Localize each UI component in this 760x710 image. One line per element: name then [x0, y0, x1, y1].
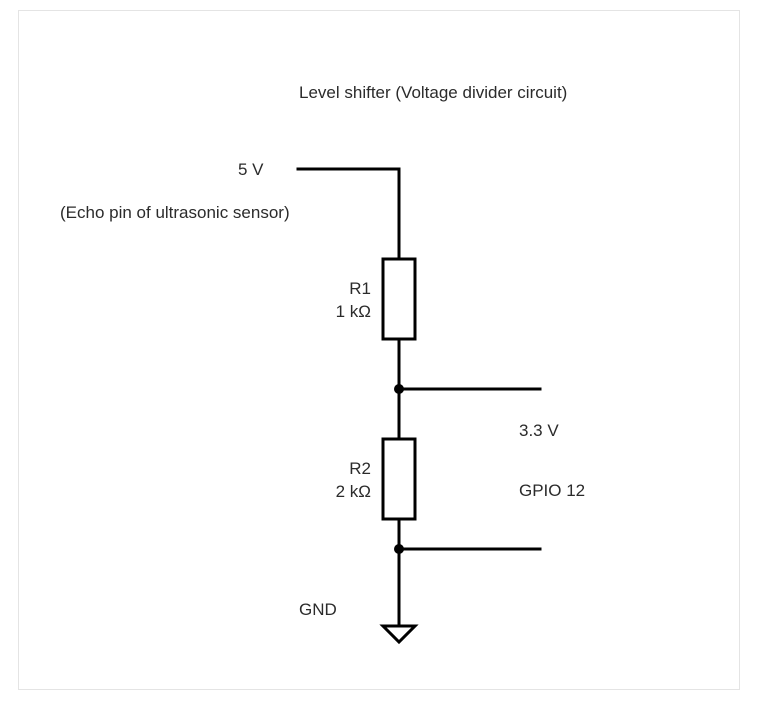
r1-value-label: 1 kΩ	[335, 302, 371, 321]
resistor-r1	[381, 257, 417, 341]
ground-icon	[379, 624, 419, 645]
output-voltage-label: 3.3 V	[519, 421, 559, 440]
resistor-r2	[381, 437, 417, 521]
input-description-label: (Echo pin of ultrasonic sensor)	[60, 203, 290, 222]
junction-node-upper	[394, 384, 404, 394]
r2-value-label: 2 kΩ	[335, 482, 371, 501]
output-pin-label: GPIO 12	[519, 481, 586, 500]
diagram-title: Level shifter (Voltage divider circuit)	[299, 83, 568, 102]
diagram-frame	[18, 10, 740, 690]
input-voltage-label: 5 V	[238, 160, 264, 179]
junction-node-lower	[394, 544, 404, 554]
ground-label: GND	[299, 600, 337, 619]
r2-name-label: R2	[349, 459, 371, 478]
r1-name-label: R1	[349, 279, 371, 298]
